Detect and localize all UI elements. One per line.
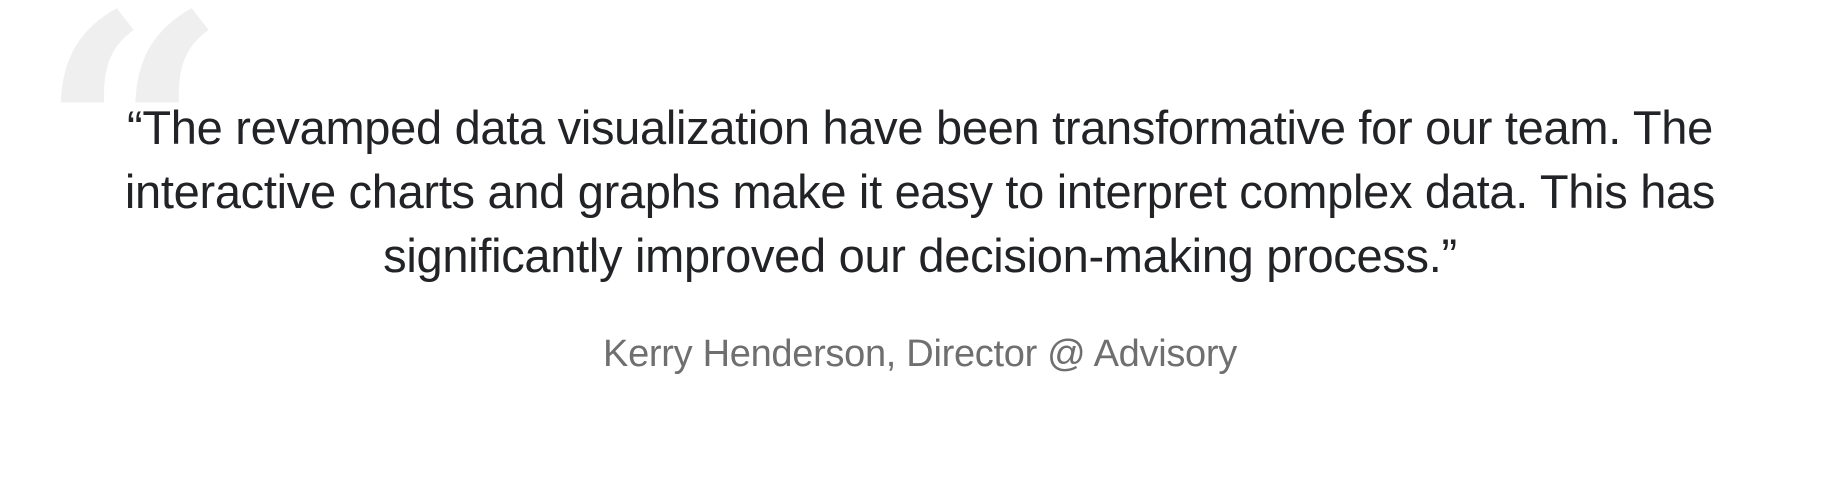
- quotation-mark-icon: “: [38, 0, 228, 331]
- testimonial-block: “The revamped data visualization have be…: [80, 96, 1760, 378]
- testimonial-attribution: Kerry Henderson, Director @ Advisory: [603, 333, 1237, 375]
- testimonial-quote: “The revamped data visualization have be…: [124, 101, 1716, 282]
